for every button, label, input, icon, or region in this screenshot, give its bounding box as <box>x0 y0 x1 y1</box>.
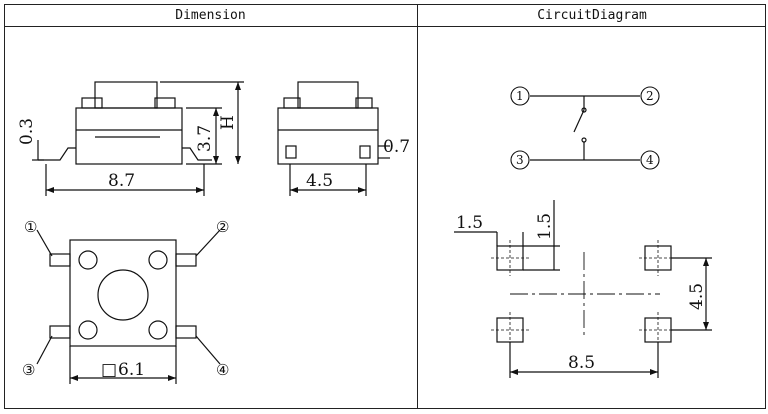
front-view <box>277 81 390 196</box>
pcb-footprint <box>454 200 712 378</box>
dimension-title: Dimension <box>4 4 417 27</box>
front-view-body <box>277 107 379 165</box>
switch-contact <box>573 109 585 133</box>
schematic-pin-4: 4 <box>646 153 654 167</box>
panel-divider <box>417 4 418 409</box>
schematic-pin-1: 1 <box>516 89 524 103</box>
side-view-terminal-right <box>182 147 212 161</box>
switch-schematic <box>530 95 640 161</box>
side-view-body <box>75 107 183 165</box>
top-view-pin-2: ② <box>216 218 229 236</box>
top-view-hole-bl <box>78 320 98 340</box>
top-view-body <box>69 239 177 347</box>
front-view-actuator <box>297 81 359 109</box>
dimension-arrows <box>46 82 709 381</box>
top-view-pin-3: ③ <box>22 361 35 379</box>
dim-total-height: H <box>218 115 238 130</box>
top-view-lead-tr <box>175 253 197 267</box>
side-view-cap-right <box>154 97 176 109</box>
top-view-pin-1: ① <box>24 218 37 236</box>
dim-terminal-offset: 0.3 <box>17 118 37 145</box>
side-view <box>32 81 244 196</box>
top-view-hole-tl <box>78 250 98 270</box>
top-view-hole-br <box>148 320 168 340</box>
side-view-actuator <box>94 81 158 109</box>
top-view-lead-tl <box>49 253 71 267</box>
dim-pitch-y: 4.5 <box>687 283 707 310</box>
dim-pad-height: 1.5 <box>535 213 555 240</box>
side-view-terminal-left <box>38 147 76 161</box>
top-view <box>36 229 221 384</box>
schematic-pin-2: 2 <box>646 89 654 103</box>
dim-body-size-symbol: □ <box>101 360 117 380</box>
dim-length: 8.7 <box>108 171 135 191</box>
outer-frame <box>4 4 766 409</box>
dim-width: 4.5 <box>306 171 333 191</box>
dim-lead-thickness: 0.7 <box>383 137 410 157</box>
top-view-lead-br <box>175 325 197 339</box>
side-view-cap <box>81 97 103 109</box>
dim-pad-width: 1.5 <box>456 213 483 233</box>
top-view-hole-tr <box>148 250 168 270</box>
dim-pitch-x: 8.5 <box>568 353 595 373</box>
top-view-lead-bl <box>49 325 71 339</box>
front-view-lead-right <box>359 145 371 159</box>
dim-body-size: 6.1 <box>118 360 145 380</box>
circuit-title: CircuitDiagram <box>418 4 766 27</box>
top-view-actuator <box>97 269 149 321</box>
schematic-pin-3: 3 <box>516 153 524 167</box>
front-view-lead-left <box>285 145 297 159</box>
top-view-pin-4: ④ <box>216 361 229 379</box>
dim-body-height: 3.7 <box>195 125 215 152</box>
